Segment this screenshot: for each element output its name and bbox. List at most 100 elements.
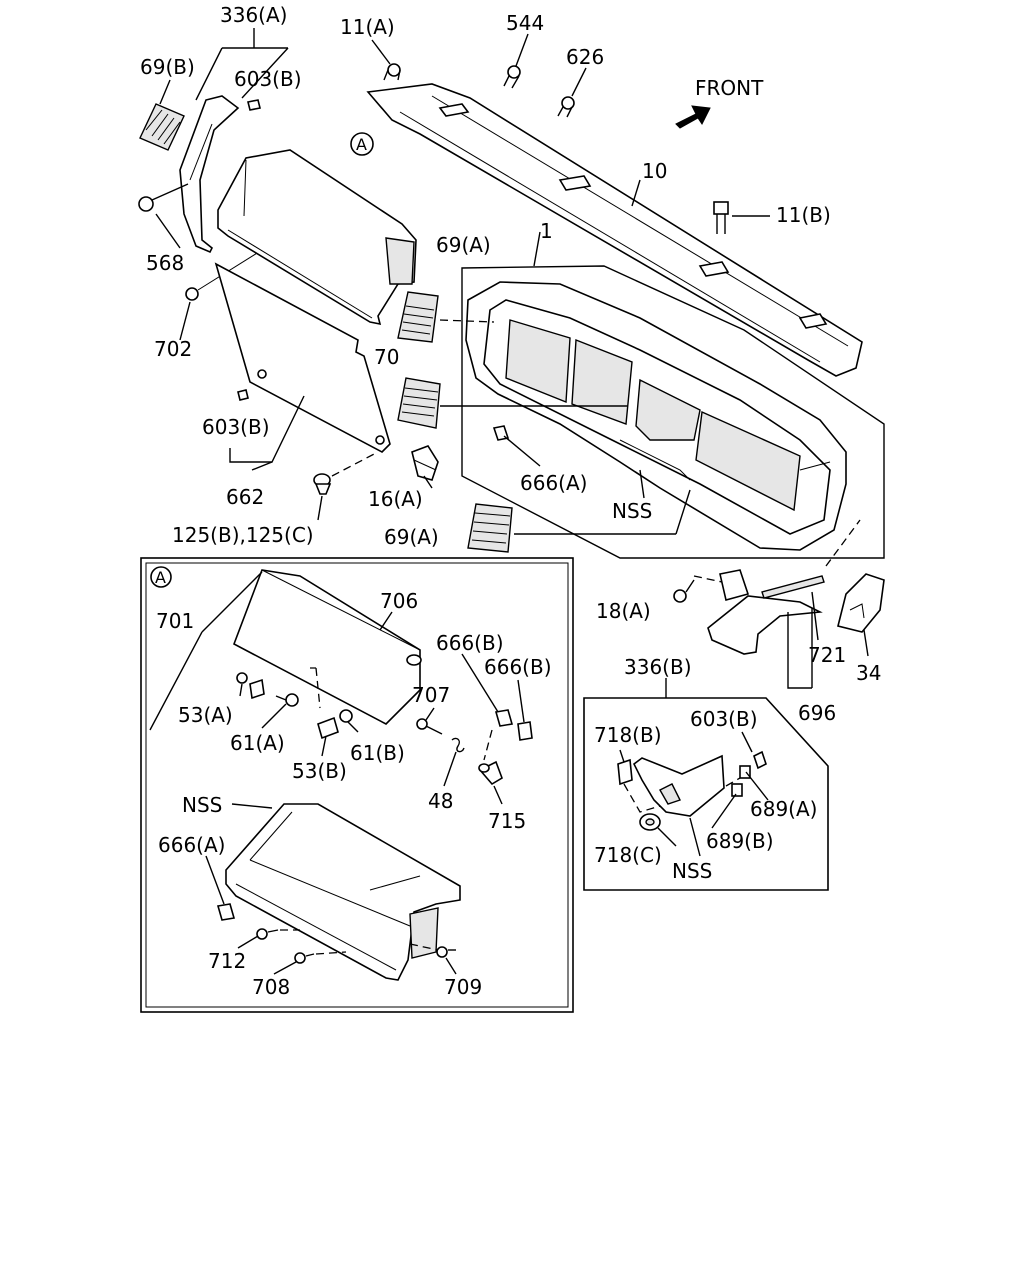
dash-125 [331,451,379,477]
front-label: FRONT [695,76,764,100]
label-70: 70 [374,345,399,369]
label-nss-3: NSS [672,859,712,883]
detail-a-callout: A [150,566,172,588]
vent-69a-lower [467,503,513,553]
leader-69b [159,79,171,105]
dash-718b [623,783,661,813]
side-trim-336a [179,95,240,254]
callout-a-letter: A [356,135,367,154]
leader-718b [619,749,625,763]
label-689b: 689(B) [706,829,774,853]
screw-603b-top-icon [247,99,261,111]
label-666b-2: 666(B) [484,655,552,679]
leader-701b [201,571,263,633]
dashboard-frame-1 [465,281,847,551]
spring-48-icon [451,737,465,753]
leader-662 [229,395,305,463]
leader-666b-1 [461,653,499,713]
dash-706 [310,667,321,709]
leader-702 [179,301,191,341]
clip-666b-2-icon [517,721,533,741]
leader-336a-left [195,47,223,101]
bracket-16a-icon [411,445,439,481]
leader-61b [347,721,359,733]
leader-706 [379,611,393,631]
leader-709 [445,957,457,975]
leader-708 [273,961,297,975]
label-721: 721 [808,643,846,667]
clip-666b-1-icon [494,709,514,727]
label-336b: 336(B) [624,655,692,679]
detail-336b-frame [583,697,829,891]
dash-18a [693,575,723,583]
label-18a: 18(A) [596,599,651,623]
label-689a: 689(A) [750,797,817,821]
vent-69b [139,103,185,151]
leader-1 [533,231,541,267]
leader-689b [711,793,737,829]
vent-70 [397,377,441,429]
label-69a-2: 69(A) [384,525,439,549]
leader-nss-detail [231,803,273,809]
leader-336a-right [241,47,289,99]
label-666a-2: 666(A) [158,833,225,857]
leader-718c [657,827,677,847]
label-10: 10 [642,159,667,183]
leader-nss-top [639,469,645,499]
label-125: 125(B),125(C) [172,523,314,547]
label-701: 701 [156,609,194,633]
washer-53a-icon [236,672,265,700]
vent-69a-upper [397,291,439,343]
dash-709 [409,943,439,951]
dash-34 [825,519,861,567]
detail-a-frame [140,557,574,1013]
leader-568 [155,213,181,249]
label-708: 708 [252,975,290,999]
leader-666b-2 [517,679,525,723]
label-568: 568 [146,251,184,275]
screw-603b-low-icon [753,750,767,770]
label-53a: 53(A) [178,703,233,727]
leader-125 [317,495,323,521]
leader-69a-lower [514,489,691,535]
detail-a-frame-inner [145,562,569,1008]
dash-69a-upper [439,319,495,323]
label-662: 662 [226,485,264,509]
label-626: 626 [566,45,604,69]
side-trim-336b [632,754,725,817]
label-544: 544 [506,11,544,35]
screw-626-icon [557,96,575,118]
bolt-568-icon [138,183,189,212]
pin-707-icon [416,718,443,735]
callout-a-circle: A [350,132,374,156]
label-603b-low: 603(B) [690,707,758,731]
leader-53b [321,735,327,757]
label-709: 709 [444,975,482,999]
label-nss-2: NSS [182,793,222,817]
label-nss-1: NSS [612,499,652,523]
label-666b-1: 666(B) [436,631,504,655]
pad-689b-icon [731,783,743,797]
leader-336a [222,28,288,49]
label-603b-top: 603(B) [234,67,302,91]
end-cap-34 [837,573,885,633]
front-arrow-icon [675,105,711,129]
dash-708 [315,951,347,955]
label-707: 707 [412,683,450,707]
leader-34 [863,629,869,657]
leader-nss-336b [689,817,701,857]
label-706: 706 [380,589,418,613]
clip-718b-icon [617,758,633,786]
strip-721 [761,575,825,599]
label-1: 1 [540,219,553,243]
label-666a-1: 666(A) [520,471,587,495]
label-61a: 61(A) [230,731,285,755]
leader-712 [237,935,259,949]
screw-11a-icon [383,63,401,81]
label-69b: 69(B) [140,55,195,79]
screw-603b-mid-icon [237,389,249,401]
leader-61a [261,703,287,729]
clip-125-icon [313,473,332,495]
label-712: 712 [208,949,246,973]
assembly-1-outline [461,265,885,559]
